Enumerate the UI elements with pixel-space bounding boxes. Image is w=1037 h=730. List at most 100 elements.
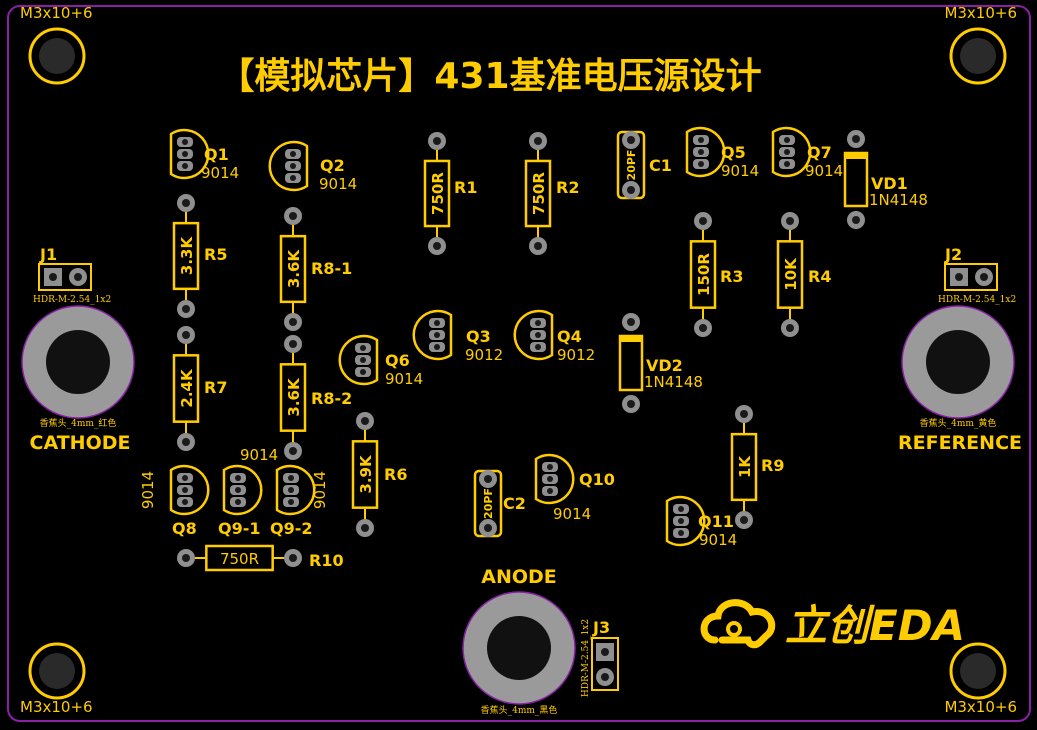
resistor-ref: R9	[761, 456, 784, 475]
mount-drill	[960, 38, 996, 74]
resistor-ref: R3	[720, 267, 743, 286]
transistor-value: 9014	[699, 531, 737, 549]
drill	[980, 273, 988, 281]
mount-drill	[39, 38, 75, 74]
transistor-outline	[665, 495, 706, 547]
resistor-value: 3.6K	[285, 377, 303, 417]
resistor-value: 10K	[782, 257, 800, 291]
transistor-value: 9014	[319, 175, 357, 193]
drill	[182, 199, 190, 207]
mount-hole: M3x10+6	[944, 4, 1017, 85]
drill	[534, 242, 542, 250]
drill	[740, 516, 748, 524]
terminal-name: CATHODE	[30, 432, 131, 454]
board-title: 【模拟芯片】431基准电压源设计	[218, 56, 761, 97]
drill	[361, 524, 369, 532]
drill	[360, 345, 366, 351]
drill	[235, 499, 241, 505]
transistor-ref: Q2	[320, 156, 345, 175]
transistor-ref: Q9-1	[218, 519, 261, 538]
resistor-body	[730, 432, 758, 502]
capacitor-ref: C2	[503, 494, 526, 513]
resistor-value: 2.4K	[178, 368, 196, 408]
drill	[852, 135, 860, 143]
resistor-body	[776, 240, 804, 309]
drill	[547, 488, 553, 494]
terminal-footprint: 香蕉头_4mm_红色	[40, 417, 117, 429]
capacitor-ref: C1	[649, 156, 672, 175]
drill	[182, 305, 190, 313]
drill	[182, 331, 190, 339]
resistor-ref: R7	[204, 378, 227, 397]
board-outline	[7, 5, 1031, 722]
drill	[698, 161, 704, 167]
transistor-outline	[771, 126, 812, 178]
drill	[290, 175, 296, 181]
cloud-dot-icon	[726, 621, 742, 637]
brand-logo: 立创EDA	[700, 599, 965, 650]
connector-body	[38, 263, 92, 291]
drill	[289, 340, 297, 348]
diode-ref: VD1	[871, 174, 908, 193]
drill	[786, 324, 794, 332]
drill	[288, 499, 294, 505]
drill	[182, 163, 188, 169]
mount-hole-label: M3x10+6	[20, 4, 93, 22]
transistor-outline	[338, 334, 379, 386]
transistor-ref: Q4	[557, 327, 582, 346]
drill	[699, 324, 707, 332]
drill	[182, 499, 188, 505]
transistor-value: 9014	[553, 505, 591, 523]
drill	[784, 137, 790, 143]
resistor-value: 750R	[220, 550, 259, 568]
resistor-value: 3.9K	[357, 454, 375, 494]
resistor-r3: 150R R3	[689, 212, 743, 337]
resistor-r9: 1K R9	[730, 405, 784, 529]
resistor-value: 750R	[530, 172, 548, 215]
drill	[535, 332, 541, 338]
drill	[289, 554, 297, 562]
drill	[182, 554, 190, 562]
drill	[235, 475, 241, 481]
drill	[182, 487, 188, 493]
connector-body	[591, 637, 619, 691]
transistor-ref: Q3	[466, 327, 491, 346]
resistor-ref: R8-2	[311, 389, 352, 408]
transistor-value: 9014	[385, 370, 423, 388]
transistor-ref: Q10	[579, 470, 615, 489]
mount-hole: M3x10+6	[20, 642, 93, 716]
cloud-icon	[700, 599, 776, 649]
transistor-value: 9014	[805, 162, 843, 180]
resistor-value: 150R	[695, 253, 713, 296]
drill	[289, 318, 297, 326]
capacitor-c2: 20PF C2	[473, 469, 526, 538]
connector-ref: J2	[944, 245, 962, 264]
drill	[484, 524, 492, 532]
resistor-ref: R5	[204, 245, 227, 264]
transistor-value: 9014	[311, 471, 329, 509]
diode-ref: VD2	[646, 356, 683, 375]
mount-hole-label: M3x10+6	[944, 698, 1017, 716]
drill	[601, 648, 609, 656]
resistor-value: 1K	[736, 455, 754, 478]
mount-ring	[28, 642, 86, 700]
connector-footprint: HDR-M-2.54_1x2	[581, 619, 591, 697]
resistor-body	[423, 159, 451, 228]
resistor-r7: 2.4K R7	[172, 326, 227, 451]
mount-hole-label: M3x10+6	[20, 698, 93, 716]
drill	[235, 487, 241, 493]
capacitor-value: 20PF	[482, 488, 495, 519]
